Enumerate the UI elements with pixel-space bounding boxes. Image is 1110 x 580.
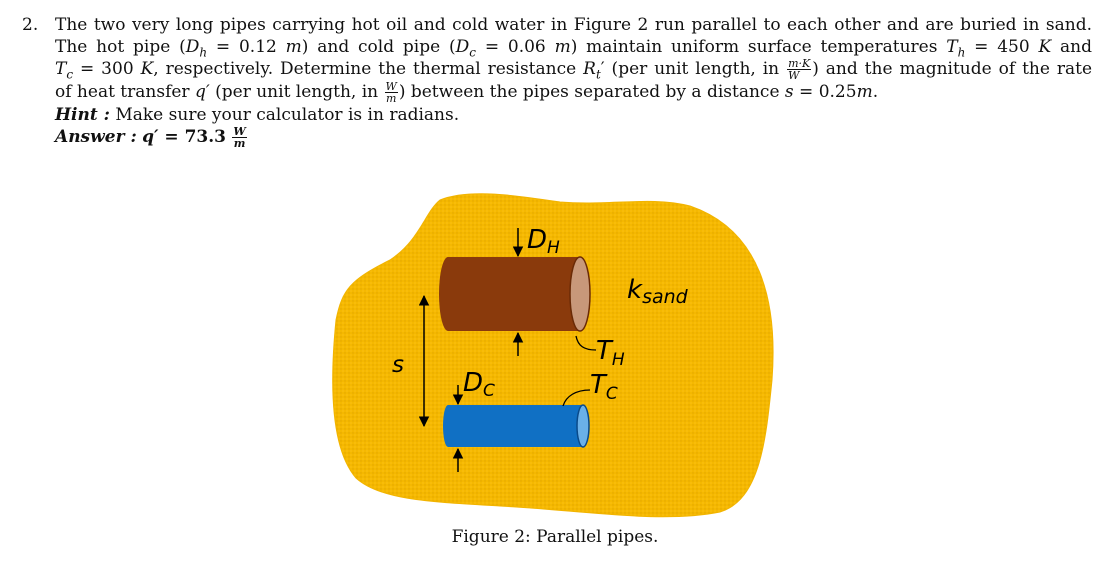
problem-number: 2.	[22, 15, 39, 35]
problem-line-3: Tc = 300 K, respectively. Determine the …	[55, 57, 1093, 82]
problem-line-4: of heat transfer q′ (per unit length, in…	[55, 80, 879, 105]
label-dc: DC	[463, 368, 495, 401]
problem-statement: 2. The two very long pipes carrying hot …	[22, 14, 1092, 149]
hint-text: Make sure your calculator is in radians.	[115, 105, 460, 125]
th-leader	[575, 335, 597, 351]
problem-line-1: The two very long pipes carrying hot oil…	[55, 15, 1092, 35]
hot-pipe	[439, 256, 591, 332]
answer-label: Answer :	[55, 127, 137, 147]
label-tc: TC	[590, 370, 618, 404]
hint-label: Hint :	[55, 105, 110, 125]
hot-pipe-end	[569, 256, 591, 332]
tc-leader	[562, 389, 591, 407]
label-th: TH	[596, 336, 625, 370]
label-dh: DH	[527, 225, 560, 258]
answer-value: = 73.3	[158, 127, 227, 147]
problem-body: The two very long pipes carrying hot oil…	[55, 14, 1092, 149]
cold-pipe-end	[576, 404, 590, 448]
hint-line: Hint : Make sure your calculator is in r…	[55, 104, 1092, 126]
problem-line-2: The hot pipe (Dh = 0.12 m) and cold pipe…	[55, 37, 1092, 60]
cold-pipe	[443, 404, 590, 448]
label-s: s	[392, 352, 404, 378]
figure-caption: Figure 2: Parallel pipes.	[451, 527, 659, 547]
label-k-sand: ksand	[627, 275, 689, 308]
